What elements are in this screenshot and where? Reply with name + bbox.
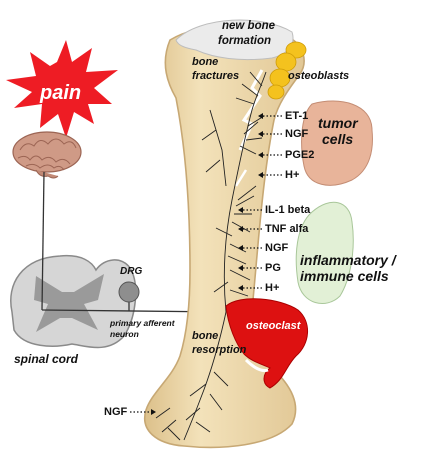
primary-afferent-label-2: neuron (110, 329, 139, 339)
drg-label: DRG (120, 266, 143, 277)
osteoblasts-cluster (267, 41, 307, 100)
immune-mediator-arrowheads (238, 207, 243, 291)
tumor-mediator-2: NGF (285, 128, 309, 140)
new-bone-formation-label-2: formation (218, 35, 272, 47)
tumor-mediator-3: PGE2 (285, 149, 315, 161)
tumor-mediator-4: H+ (285, 169, 300, 181)
immune-mediator-2: TNF alfa (265, 223, 309, 235)
ascending-nerve-line (41, 171, 45, 311)
tumor-cells-blob (301, 100, 373, 186)
intraosseous-nerve-fibers (155, 71, 267, 441)
bone-fractures-label-2: fractures (192, 70, 240, 82)
immune-cells-blob (295, 201, 354, 304)
brain-icon (12, 131, 82, 179)
tumor-cells-label-2: cells (322, 131, 354, 147)
tumor-mediator-arrowheads (258, 113, 263, 178)
immune-mediator-5: H+ (265, 282, 280, 294)
osteoblasts-label: osteoblasts (288, 70, 350, 82)
pain-burst-shape (6, 40, 118, 138)
spinal-cord-label: spinal cord (14, 352, 79, 366)
bottom-ngf-label: NGF (104, 406, 128, 418)
drg-ganglion (118, 281, 140, 303)
bone-resorption-label-1: bone (192, 330, 219, 342)
bone-fractures-label-1: bone (192, 56, 219, 68)
inflammatory-label-1: inflammatory / (300, 252, 396, 268)
osteoclast-label: osteoclast (246, 320, 301, 332)
immune-mediator-4: PG (265, 262, 281, 274)
bone-shape (144, 25, 305, 449)
primary-afferent-label-1: primary afferent (110, 318, 175, 328)
inflammatory-label-2: immune cells (300, 268, 389, 284)
new-bone-formation-shape (175, 19, 294, 61)
tumor-mediator-1: ET-1 (285, 110, 309, 122)
new-bone-formation-label-1: new bone (222, 20, 276, 32)
osteoclast-shape (225, 298, 308, 389)
pain-label: pain (40, 82, 82, 104)
bone-resorption-label-2: resorption (192, 344, 247, 356)
tumor-cells-label-1: tumor (318, 115, 358, 131)
bottom-ngf-arrowhead (151, 409, 156, 415)
immune-mediator-3: NGF (265, 242, 289, 254)
immune-mediator-1: IL-1 beta (265, 204, 311, 216)
